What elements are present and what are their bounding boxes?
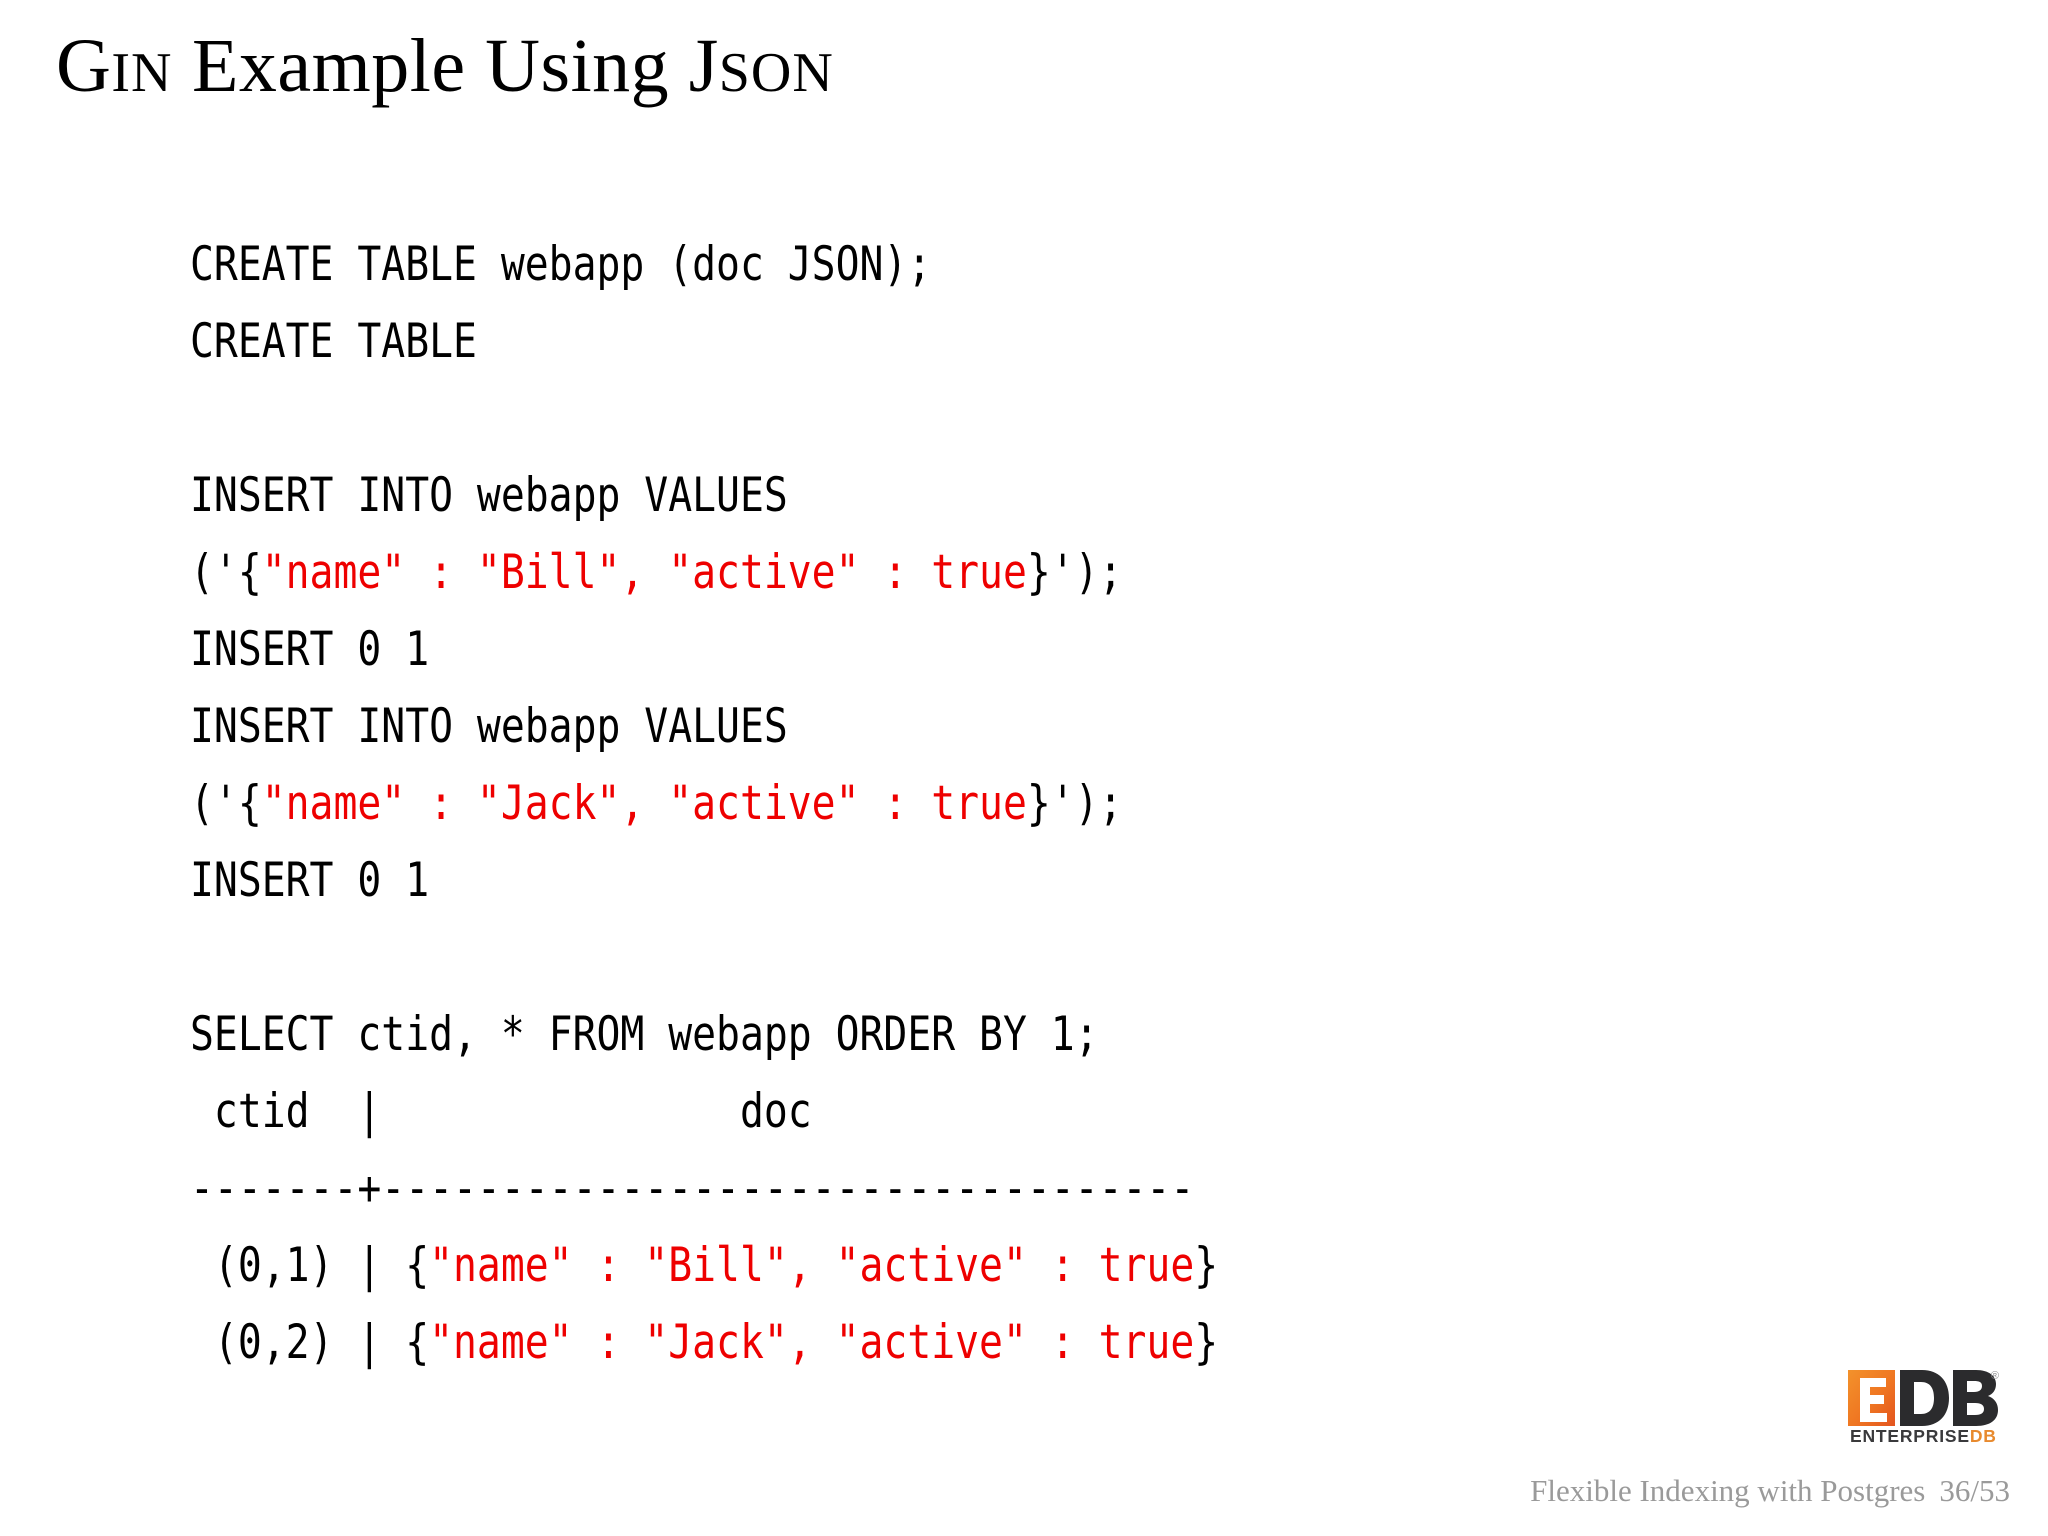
- line-result-row-1-seg-2: }: [1194, 1238, 1219, 1293]
- line-select-stmt: SELECT ctid, * FROM webapp ORDER BY 1;: [190, 996, 1218, 1073]
- line-insert-bill-values-seg-1: "name" : "Bill", "active" : true: [261, 545, 1027, 600]
- line-insert-bill-values: ('{"name" : "Bill", "active" : true}');: [190, 534, 1218, 611]
- line-result-row-1-seg-1: "name" : "Bill", "active" : true: [429, 1238, 1195, 1293]
- slide-footer: Flexible Indexing with Postgres 36/53: [1530, 1473, 2010, 1509]
- line-result-header: ctid | doc: [190, 1073, 1218, 1150]
- line-result-row-2-seg-2: }: [1194, 1315, 1219, 1370]
- line-result-row-2-seg-1: "name" : "Jack", "active" : true: [429, 1315, 1195, 1370]
- line-insert-jack-values-seg-1: "name" : "Jack", "active" : true: [261, 776, 1027, 831]
- line-insert-bill-result-seg-0: INSERT 0 1: [190, 622, 430, 677]
- line-blank-2: [190, 919, 1218, 996]
- page-title: GIN Example Using JSON: [56, 28, 834, 104]
- line-insert-jack-values-seg-2: }');: [1026, 776, 1123, 831]
- line-blank-1: [190, 380, 1218, 457]
- line-result-row-2: (0,2) | {"name" : "Jack", "active" : tru…: [190, 1304, 1218, 1381]
- edb-logo-mark: [1848, 1370, 1998, 1426]
- edb-logo: ® ENTERPRISEDB: [1848, 1370, 1999, 1450]
- title-gin-rest: IN: [111, 42, 173, 104]
- wordmark-enterprise: ENTERPRISE: [1850, 1426, 1970, 1446]
- line-insert-bill-values-seg-2: }');: [1026, 545, 1123, 600]
- wordmark-db: DB: [1969, 1426, 1997, 1446]
- line-create-table-result-seg-0: CREATE TABLE: [190, 314, 477, 369]
- title-json-rest: SON: [718, 42, 834, 104]
- line-insert-bill-values-seg-0: ('{: [190, 545, 262, 600]
- line-insert-jack-result-seg-0: INSERT 0 1: [190, 853, 430, 908]
- line-insert-jack-result: INSERT 0 1: [190, 842, 1218, 919]
- line-insert-bill-stmt: INSERT INTO webapp VALUES: [190, 457, 1218, 534]
- edb-logo-wordmark: ENTERPRISEDB: [1850, 1426, 1997, 1447]
- line-create-table-stmt-seg-0: CREATE TABLE webapp (doc JSON);: [190, 237, 932, 292]
- line-result-header-seg-0: ctid | doc: [190, 1084, 812, 1139]
- line-create-table-result: CREATE TABLE: [190, 303, 1218, 380]
- psql-transcript: CREATE TABLE webapp (doc JSON); CREATE TA…: [190, 226, 1218, 1381]
- line-result-divider: -------+--------------------------------…: [190, 1150, 1218, 1227]
- registered-trademark-icon: ®: [1990, 1370, 1999, 1382]
- title-gin-lead: G: [56, 24, 112, 108]
- line-insert-jack-values-seg-0: ('{: [190, 776, 262, 831]
- line-select-stmt-seg-0: SELECT ctid, * FROM webapp ORDER BY 1;: [190, 1007, 1099, 1062]
- line-create-table-stmt: CREATE TABLE webapp (doc JSON);: [190, 226, 1218, 303]
- title-middle: Example Using: [172, 24, 689, 108]
- line-result-divider-seg-0: -------+--------------------------------…: [190, 1161, 1195, 1216]
- footer-deck-title: Flexible Indexing with Postgres: [1530, 1473, 1926, 1508]
- line-result-row-1: (0,1) | {"name" : "Bill", "active" : tru…: [190, 1227, 1218, 1304]
- line-insert-jack-stmt: INSERT INTO webapp VALUES: [190, 688, 1218, 765]
- line-insert-jack-stmt-seg-0: INSERT INTO webapp VALUES: [190, 699, 788, 754]
- line-result-row-1-seg-0: (0,1) | {: [190, 1238, 430, 1293]
- title-json-lead: J: [688, 24, 719, 108]
- line-insert-bill-stmt-seg-0: INSERT INTO webapp VALUES: [190, 468, 788, 523]
- line-insert-jack-values: ('{"name" : "Jack", "active" : true}');: [190, 765, 1218, 842]
- line-insert-bill-result: INSERT 0 1: [190, 611, 1218, 688]
- line-result-row-2-seg-0: (0,2) | {: [190, 1315, 430, 1370]
- footer-page-number: 36/53: [1939, 1473, 2010, 1508]
